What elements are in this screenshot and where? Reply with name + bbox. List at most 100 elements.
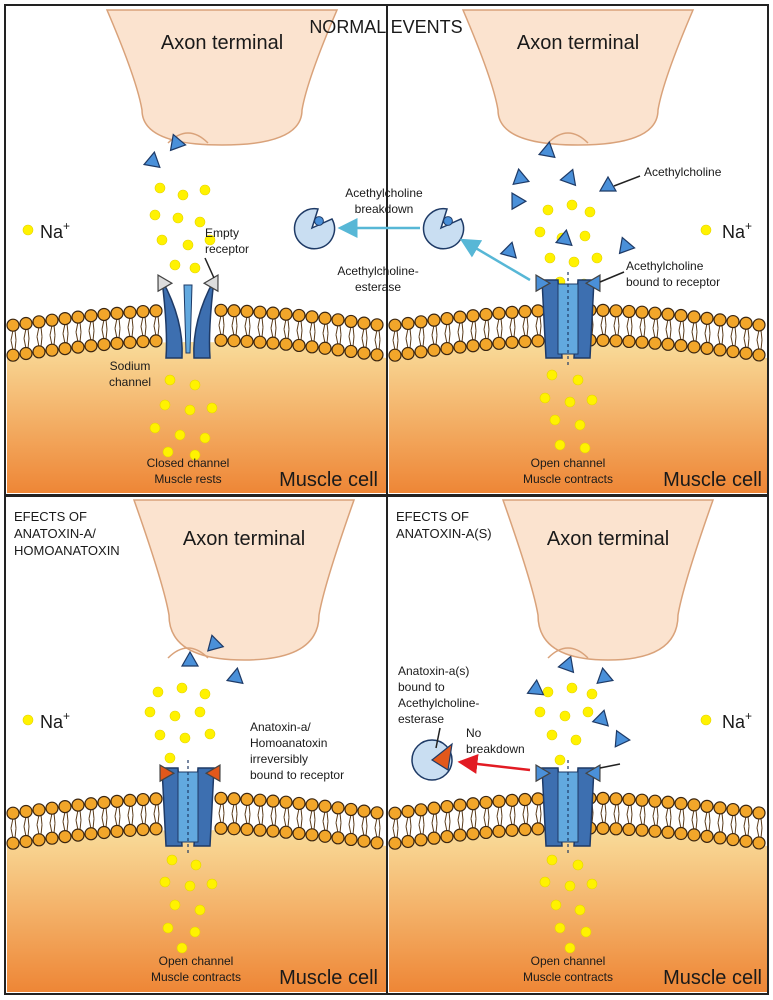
- lipid-head: [253, 335, 267, 349]
- lipid-head: [492, 336, 506, 350]
- lipid-head: [240, 822, 254, 836]
- lipid-tail: [287, 807, 290, 818]
- lipid-head: [84, 339, 98, 353]
- leader-line: [599, 271, 625, 283]
- lipid-tail: [643, 805, 646, 816]
- lipid-tail: [326, 333, 329, 344]
- lipid-tail: [591, 813, 594, 824]
- lipid-tail: [53, 335, 56, 346]
- lipid-tail: [591, 325, 594, 336]
- lipid-tail: [88, 320, 92, 331]
- lipid-tail: [244, 316, 248, 327]
- lipid-tail: [743, 826, 747, 837]
- sodium-symbol: Na: [40, 712, 64, 732]
- lipid-head: [123, 823, 137, 837]
- sodium-ion: [204, 234, 216, 246]
- lipid-tail: [509, 317, 513, 328]
- muscle-cell-label: Muscle cell: [663, 967, 762, 989]
- sodium-channel: [541, 760, 595, 854]
- axon-terminal-label: Axon terminal: [547, 528, 669, 550]
- acetylcholine-molecule: [614, 729, 631, 748]
- lipid-tail: [261, 805, 264, 816]
- lipid-tail: [409, 338, 412, 349]
- lipid-tail: [352, 814, 355, 825]
- bound-receptor-label-2: bound to receptor: [626, 275, 720, 289]
- sodium-ion: [189, 262, 201, 274]
- axon-terminal-label: Axon terminal: [517, 32, 639, 54]
- lipid-head: [344, 832, 358, 847]
- lipid-tail: [665, 817, 669, 828]
- lipid-tail: [617, 325, 620, 336]
- lipid-tail: [153, 315, 157, 326]
- lipid-head: [305, 340, 319, 354]
- lipid-tail: [270, 318, 274, 329]
- lipid-head: [388, 348, 402, 362]
- lipid-head: [752, 318, 766, 332]
- lipid-head: [648, 306, 662, 320]
- lipid-tail: [539, 325, 542, 336]
- lipid-head: [531, 792, 545, 806]
- lipid-tail: [296, 330, 300, 341]
- bound-acetylcholine: [535, 764, 552, 783]
- lipid-tail: [105, 319, 108, 330]
- lipid-tail: [300, 320, 303, 331]
- lipid-tail: [313, 331, 316, 342]
- lipid-tail: [708, 333, 711, 344]
- lipid-tail: [14, 818, 17, 829]
- lipid-head: [292, 826, 306, 841]
- lipid-tail: [62, 323, 66, 334]
- lipid-tail: [378, 817, 381, 828]
- lipid-tail: [361, 338, 365, 349]
- lipid-head: [318, 311, 332, 325]
- lipid-tail: [652, 318, 656, 329]
- lipid-head: [609, 304, 623, 318]
- lipid-tail: [261, 317, 264, 328]
- axon-terminal-label: Axon terminal: [161, 32, 283, 54]
- lipid-tail: [448, 333, 451, 344]
- anatoxin-as-molecule: [430, 742, 453, 771]
- lipid-tail: [218, 315, 222, 326]
- lipid-tail: [27, 826, 30, 837]
- lipid-tail: [101, 807, 105, 818]
- muscle-cell-body: [7, 342, 386, 493]
- acetylcholine-molecule: [526, 678, 545, 696]
- lipid-tail: [157, 325, 160, 336]
- channel-subunit: [573, 767, 595, 847]
- lipid-tail: [639, 327, 643, 338]
- sodium-ion: [566, 682, 578, 694]
- lipid-tail: [131, 815, 134, 826]
- lipid-head: [266, 794, 280, 808]
- sodium-ion: [700, 224, 712, 236]
- lipid-head: [479, 307, 493, 322]
- lipid-tail: [118, 318, 121, 329]
- muscle-cell-label: Muscle cell: [279, 967, 378, 989]
- lipid-tail: [27, 816, 30, 827]
- vesicle-release-site: [167, 647, 209, 659]
- lipid-tail: [40, 814, 43, 825]
- acetylcholine-molecule: [225, 666, 244, 685]
- lipid-head: [414, 803, 428, 817]
- lipid-tail: [747, 826, 750, 837]
- lipid-tail: [604, 325, 607, 336]
- sodium-ion: [164, 374, 176, 386]
- sodium-ion: [159, 399, 171, 411]
- sodium-ion: [162, 446, 174, 458]
- lipid-tail: [153, 813, 157, 824]
- lipid-head: [713, 313, 727, 327]
- lipid-head: [674, 796, 688, 811]
- lipid-tail: [66, 333, 69, 344]
- lipid-tail: [361, 816, 365, 827]
- lipid-head: [700, 311, 714, 325]
- lipid-head: [19, 346, 33, 361]
- lipid-tail: [92, 818, 95, 829]
- lipid-tail: [474, 808, 477, 819]
- lipid-tail: [630, 316, 633, 327]
- sodium-ion: [206, 402, 218, 414]
- lipid-head: [305, 310, 319, 324]
- sodium-ion: [582, 706, 594, 718]
- vesicle-release-site: [167, 132, 209, 144]
- lipid-head: [739, 804, 753, 818]
- lipid-tail: [374, 329, 378, 340]
- lipid-tail: [704, 333, 708, 344]
- sodium-ion: [162, 922, 174, 934]
